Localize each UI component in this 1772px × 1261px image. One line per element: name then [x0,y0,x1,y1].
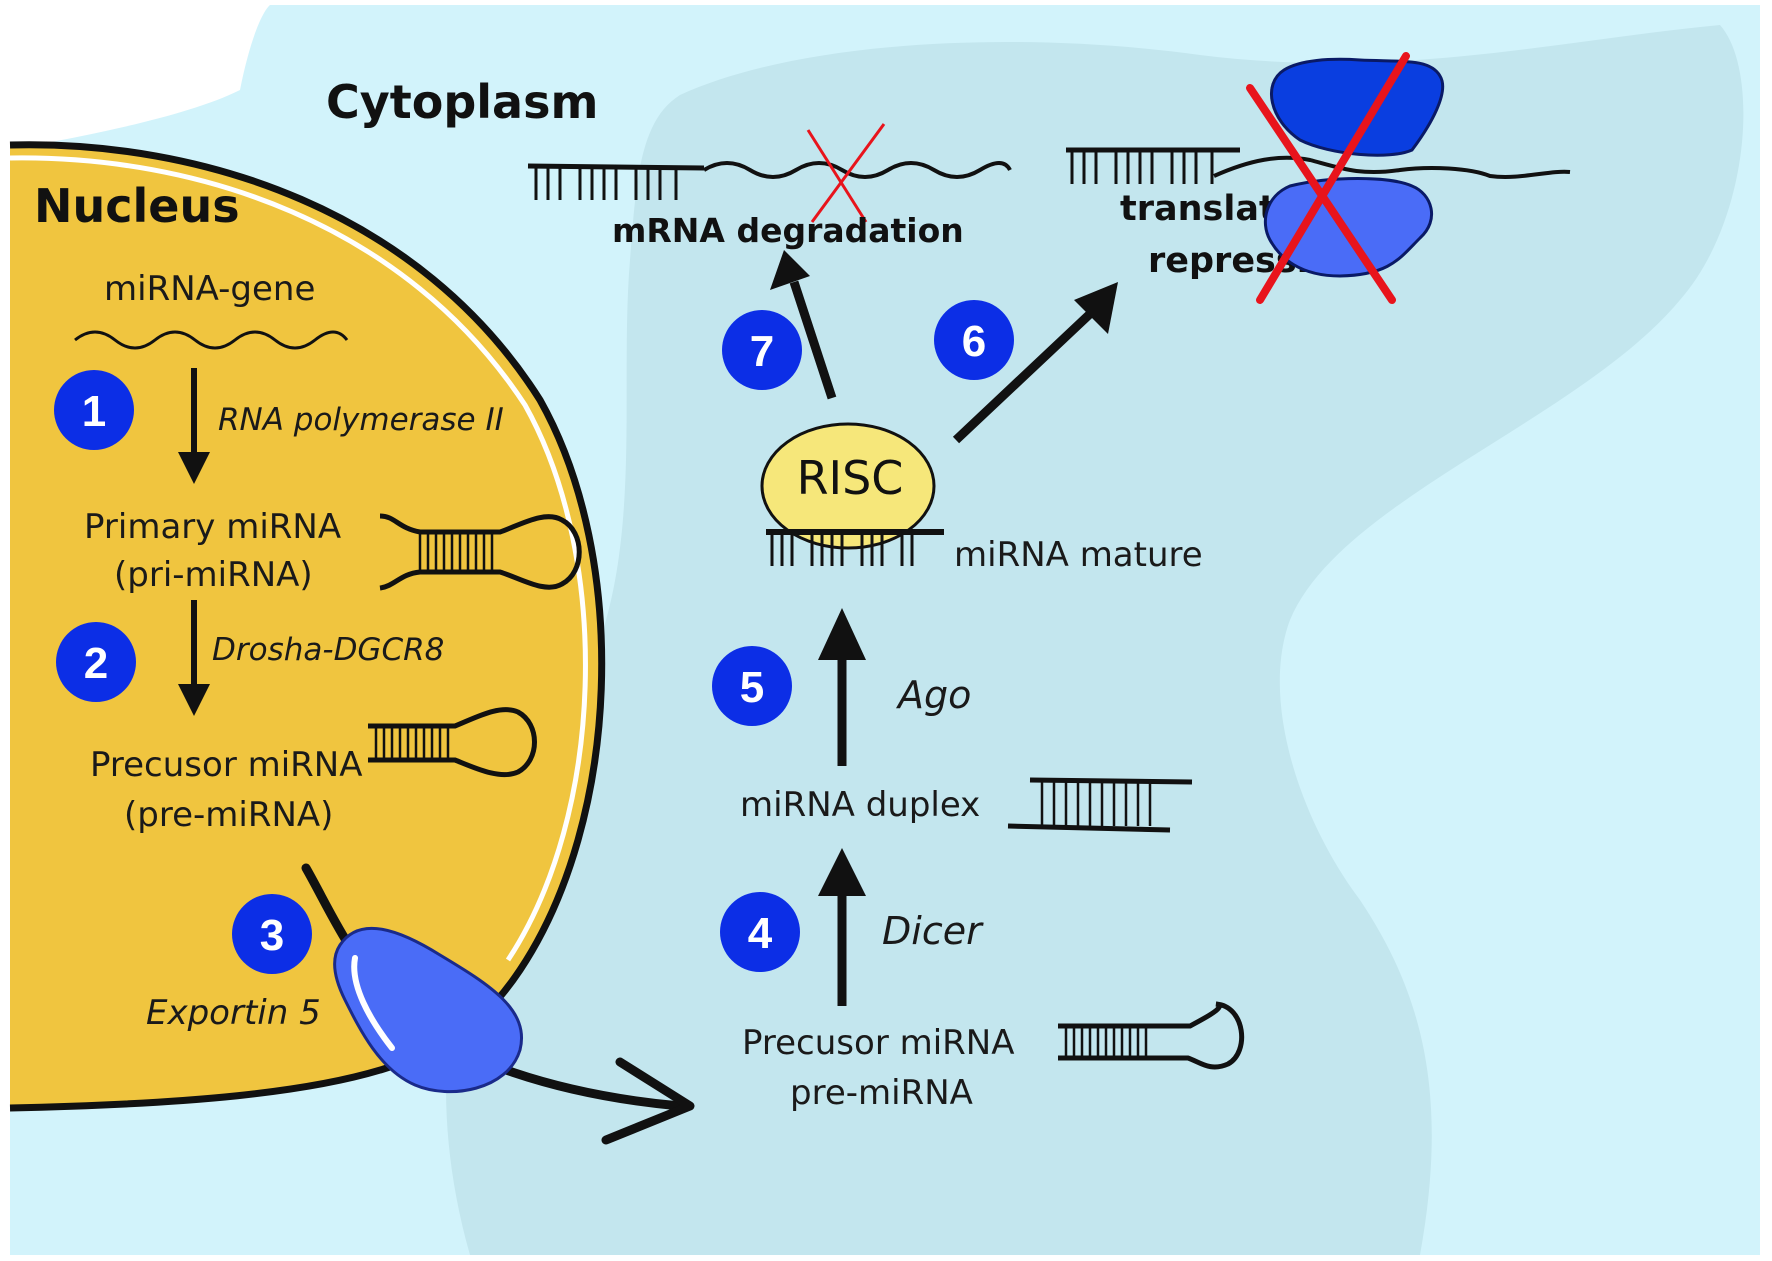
step-4-number: 4 [748,909,773,958]
mirna-duplex-icon [1007,777,1193,833]
ribosome-cross-icon [1246,52,1410,304]
ribosome-icon [1263,57,1445,278]
step-5-arrowhead [818,608,866,660]
step-7-number: 7 [750,327,774,376]
pre-mirna-nucleus-label: (pre-miRNA) [124,795,333,835]
pre-mirna-hairpin-cytoplasm [1058,1001,1245,1070]
step-1-number: 1 [82,387,106,436]
rna-polymerase-label: RNA polymerase II [218,402,504,438]
mirna-gene-strand [74,330,349,350]
step-7-badge: 7 [722,310,802,390]
step-2-badge: 2 [56,622,136,702]
mrna-degradation-icon [527,161,1012,200]
step-6-badge: 6 [934,300,1014,380]
mature-mirna-strand [766,529,944,566]
mirna-duplex-label: miRNA duplex [740,785,980,825]
nucleus-region [10,144,602,1108]
ago-label: Ago [895,673,971,717]
risc-complex [760,422,936,550]
mirna-mature-label: miRNA mature [954,535,1203,575]
exportin-label: Exportin 5 [146,993,321,1033]
step-5-number: 5 [740,663,764,712]
step-3-badge: 3 [232,894,312,974]
pre-mirna-cytoplasm-label: pre-miRNA [790,1073,973,1113]
ribosome-large-subunit [1269,57,1445,157]
drosha-label: Drosha-DGCR8 [212,632,444,668]
step-3-number: 3 [260,911,284,960]
step-6-number: 6 [962,317,986,366]
cytoplasm-title: Cytoplasm [326,75,598,129]
exportin-5-protein [333,926,523,1093]
dicer-label: Dicer [882,909,984,953]
step-4-badge: 4 [720,892,800,972]
step-7-arrow-shaft [789,280,837,400]
precursor-mirna-nucleus-label: Precusor miRNA [90,745,362,785]
mrna-degradation-label: mRNA degradation [612,211,964,250]
step-5-badge: 5 [712,646,792,726]
precursor-mirna-cytoplasm-label: Precusor miRNA [742,1023,1014,1063]
step-1-badge: 1 [54,370,134,450]
risc-label: RISC [797,451,904,505]
pre-mirna-hairpin-nucleus [368,707,537,778]
nuclear-envelope-inner [9,155,588,962]
step-1-arrowhead [178,452,210,484]
translation-mrna-icon [1066,147,1571,184]
step-2-arrowhead [178,684,210,716]
primary-mirna-label: Primary miRNA [84,507,341,547]
mirna-gene-label: miRNA-gene [104,269,315,309]
step-7-arrowhead [770,250,810,290]
step-4-arrowhead [818,848,866,896]
nucleus-title: Nucleus [34,179,240,233]
pri-mirna-hairpin [379,513,582,591]
pri-mirna-label: (pri-miRNA) [114,555,313,595]
export-arrowhead [601,1057,695,1145]
step-2-number: 2 [84,639,108,688]
step-6-arrowhead [1074,282,1118,334]
degradation-cross-icon [806,123,886,223]
step-6-arrow-shaft [952,308,1096,444]
